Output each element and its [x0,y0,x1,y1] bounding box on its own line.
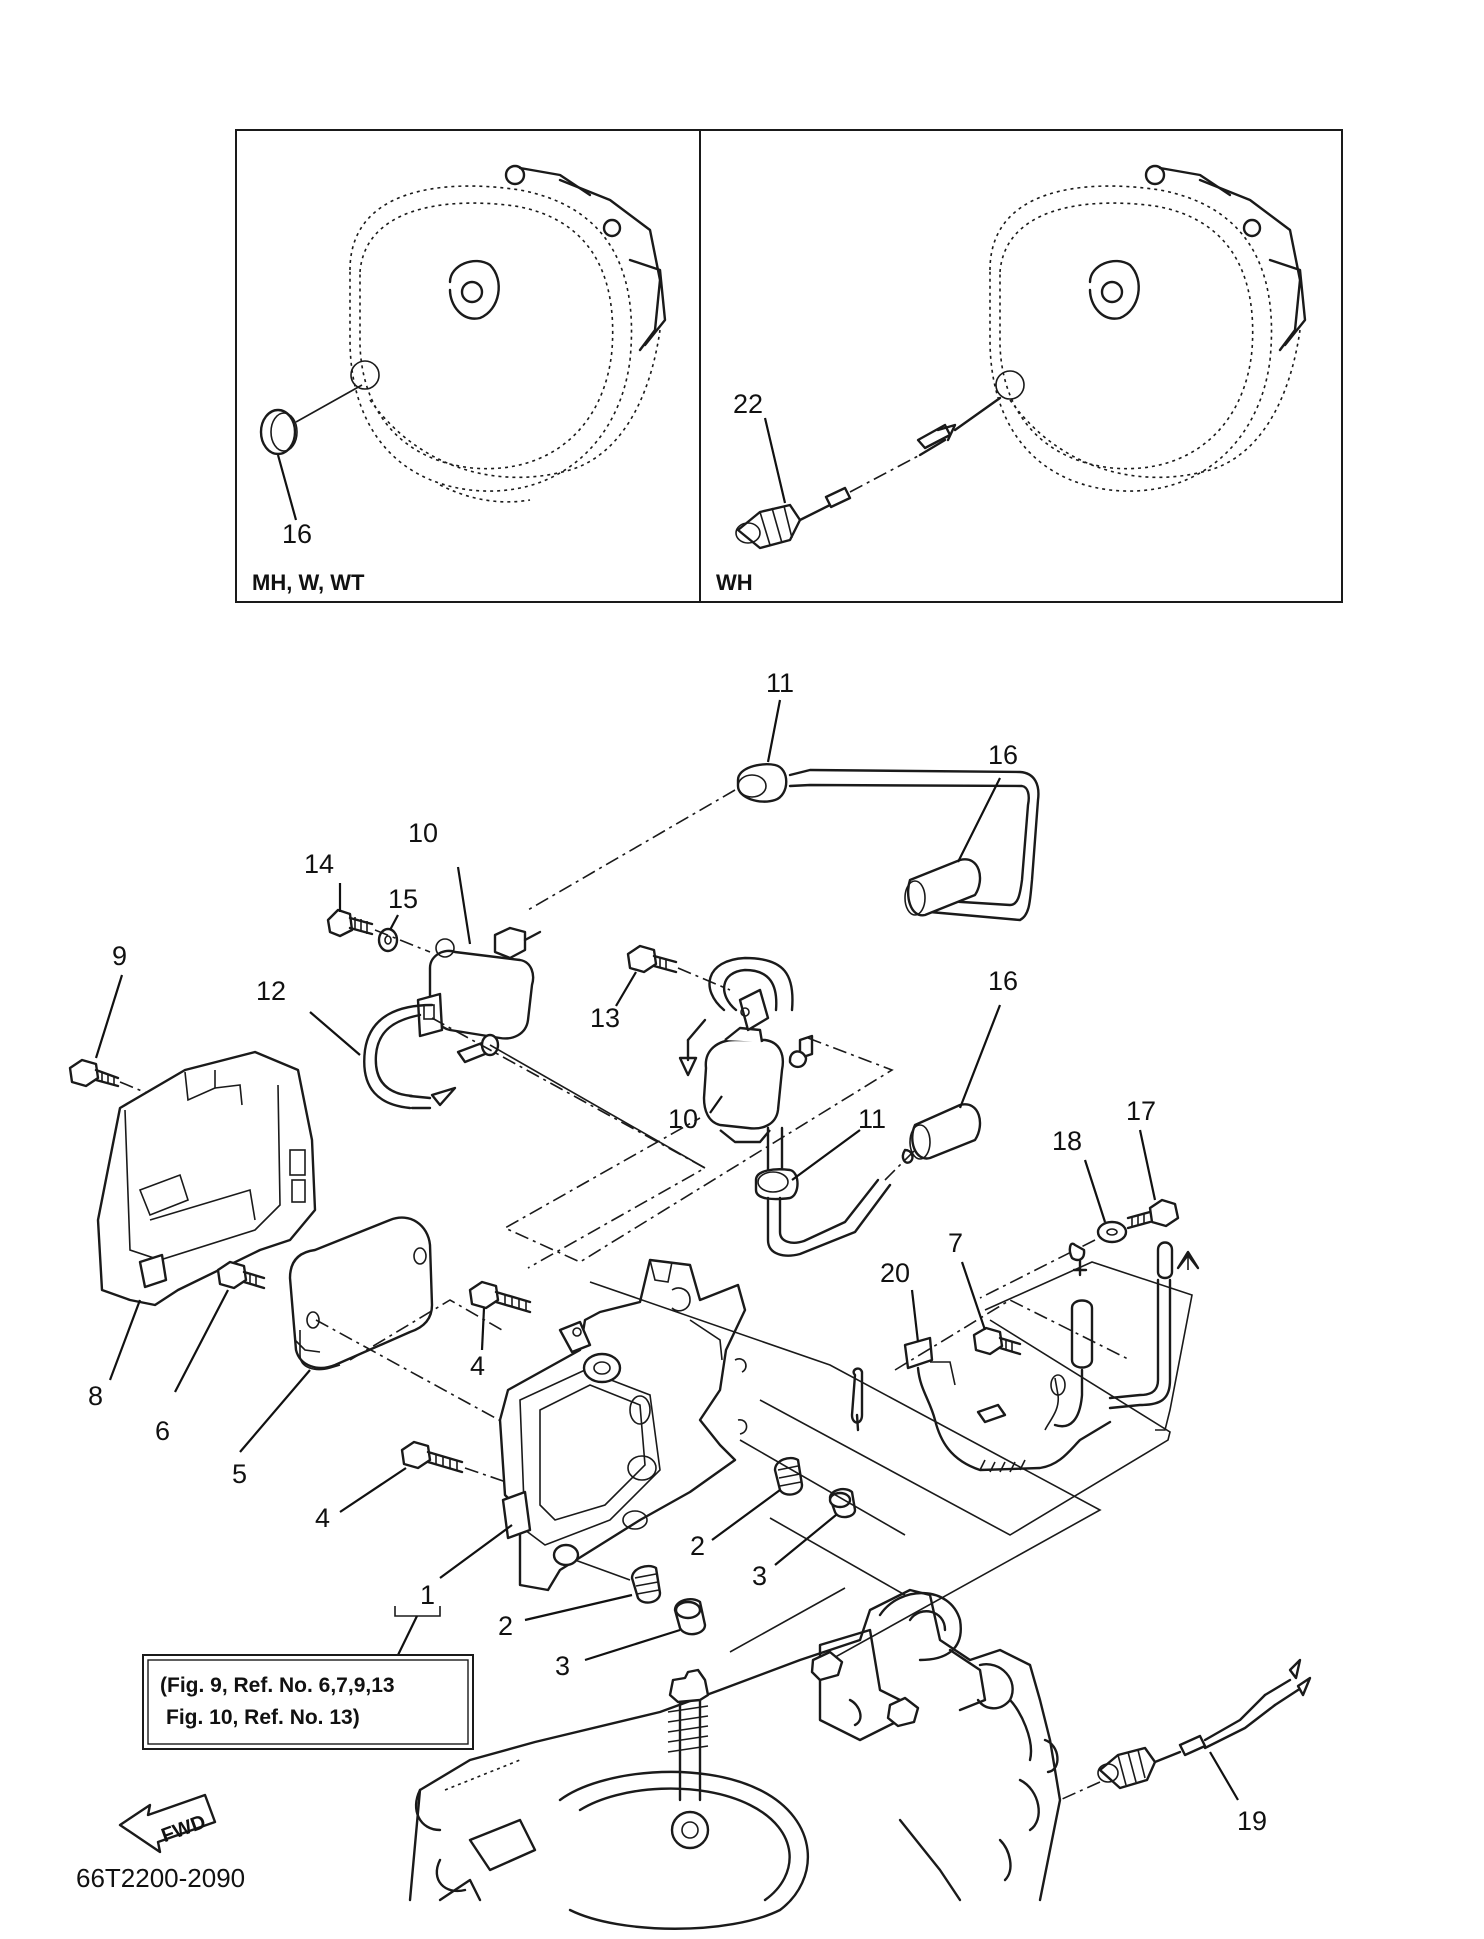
cover-part-8 [96,1050,317,1381]
callout-19: 19 [1237,1806,1267,1836]
callout-8: 8 [88,1381,103,1411]
callout-1: 1 [420,1580,435,1610]
plug-part-21 [259,384,363,521]
wire-lead-assembly [850,1239,1200,1473]
callout-17: 17 [1126,1096,1156,1126]
callout-4-upper: 4 [470,1351,485,1381]
figure-reference-note: (Fig. 9, Ref. No. 6,7,9,13 Fig. 10, Ref.… [142,1654,474,1750]
callout-3-lower: 3 [555,1651,570,1681]
callout-11-upper: 11 [766,668,794,698]
callout-7: 7 [948,1228,963,1258]
screw-part-17 [1126,1129,1180,1230]
panel-caption-right: WH [716,570,753,595]
callout-4-lower: 4 [315,1503,330,1533]
callout-22: 22 [733,389,763,419]
callout-14: 14 [304,849,334,879]
fwd-arrow-icon: FWD [118,1793,217,1854]
diagram-code: 66T2200-2090 [76,1863,245,1893]
callout-18: 18 [1052,1126,1082,1156]
flywheel-cover-right [989,164,1307,492]
note-line-1: (Fig. 9, Ref. No. 6,7,9,13 [160,1674,395,1697]
flywheel-cover-left [349,164,667,503]
connector-part-20 [910,1289,920,1343]
bolt-upper-part-4 [468,1280,532,1351]
plug-cap-upper-part-16 [904,777,1001,917]
engine-block [408,1588,1062,1930]
callout-6: 6 [155,1416,170,1446]
screw-part-13 [615,944,731,1007]
bolt-lower-part-4 [339,1440,516,1513]
screw-part-7 [960,1261,1022,1356]
plug-cap-lower-part-16 [901,1004,1002,1164]
washer-part-18 [1083,1159,1128,1244]
panel-caption-left: MH, W, WT [252,570,365,595]
callout-16-upper: 16 [988,740,1018,770]
ignition-coil-lower-part-10 [678,956,814,1144]
screw-part-6 [174,1260,266,1393]
sensor-part-19 [1059,1658,1312,1801]
callout-10-lower: 10 [668,1104,698,1134]
callout-15: 15 [388,884,418,914]
callout-13: 13 [590,1003,620,1033]
callout-21: 16 [282,519,312,549]
callout-16-lower: 16 [988,966,1018,996]
washer-part-15 [377,914,399,953]
hightension-cord-lower-part-11 [754,1126,916,1257]
inset-panel-left: 16 MH, W, WT [235,129,701,603]
grommet-lower-part-2 [524,1559,662,1622]
ignition-coil-upper-part-10 [416,866,542,1040]
note-line-2: Fig. 10, Ref. No. 13) [166,1706,360,1729]
sensor-part-22 [735,396,1002,550]
callout-10-upper: 10 [408,818,438,848]
callout-11-lower: 11 [858,1104,886,1134]
callout-2-lower: 2 [498,1611,513,1641]
cdi-unit-part-5 [239,1216,641,1498]
callout-5: 5 [232,1459,247,1489]
lead-wire-part-12 [309,1003,706,1169]
base-plate-part-1 [439,1258,748,1592]
callout-9: 9 [112,941,127,971]
collar-lower-part-3 [584,1598,707,1662]
bolt-part-14 [326,883,374,938]
callout-2-upper: 2 [690,1531,705,1561]
callout-20: 20 [880,1258,910,1288]
hightension-cord-upper-part-11 [527,699,1040,922]
callout-12: 12 [256,976,286,1006]
callout-3-upper: 3 [752,1561,767,1591]
inset-panel-right: 22 WH [699,129,1343,603]
